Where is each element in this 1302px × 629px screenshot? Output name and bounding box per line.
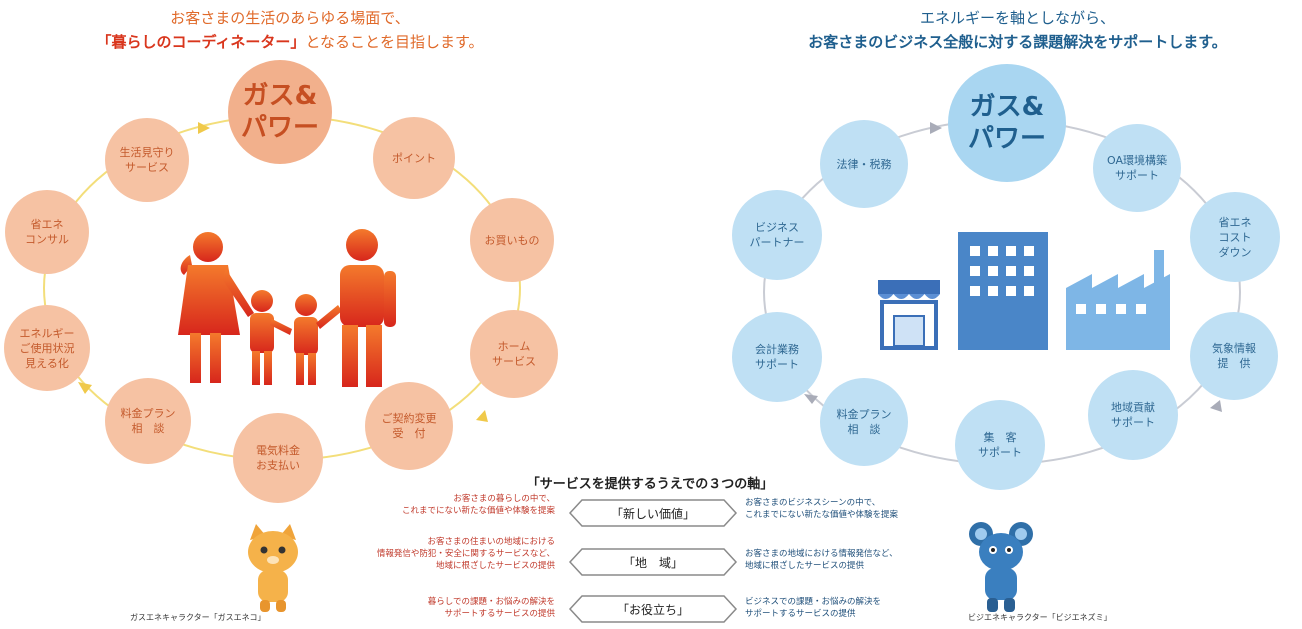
left-item-life-watch: 生活見守り サービス <box>105 118 189 202</box>
right-item-oa-support: OA環境構築 サポート <box>1093 124 1181 212</box>
right-item-weather-info: 気象情報 提 供 <box>1190 312 1278 400</box>
left-item-energy-visualize: エネルギー ご使用状況 見える化 <box>4 305 90 391</box>
axis-row-2-left: お客さまの住まいの地域における 情報発信や防犯・安全に関するサービスなど、 地域… <box>376 537 555 571</box>
axis-row-1-right: お客さまのビジネスシーンの中で、 これまでにない新たな価値や体験を提案 <box>745 498 899 520</box>
family-illustration <box>178 229 396 387</box>
shop-icon <box>878 280 940 350</box>
left-item-shopping: お買いもの <box>470 198 554 282</box>
buildings-illustration <box>878 232 1170 350</box>
factory-icon <box>1066 250 1170 350</box>
axes-title: 「サービスを提供するうえでの３つの軸」 <box>526 477 774 492</box>
right-item-plan-consult: 料金プラン 相 談 <box>820 378 908 466</box>
axis-row-1-left: お客さまの暮らしの中で、 これまでにない新たな価値や体験を提案 <box>401 494 555 516</box>
right-arrow-left <box>804 394 818 404</box>
right-item-community-support: 地域貢献 サポート <box>1088 370 1178 460</box>
right-item-accounting-support: 会計業務 サポート <box>732 312 822 402</box>
right-heading: エネルギーを軸としながら、 お客さまのビジネス全般に対する課題解決をサポートしま… <box>745 6 1290 54</box>
left-heading-line1: お客さまの生活のあらゆる場面で、 <box>170 9 410 27</box>
left-arrow-bottomleft <box>78 382 92 394</box>
axis-row-1-arrow: 「新しい価値」 <box>568 498 738 528</box>
right-center-gas-power: ガス& パワー <box>948 64 1066 182</box>
right-arrow-top <box>930 122 942 134</box>
right-item-legal-tax: 法律・税務 <box>820 120 908 208</box>
cat-character-illustration <box>248 524 298 612</box>
right-item-business-partner: ビジネス パートナー <box>732 190 822 280</box>
left-item-energy-consult: 省エネ コンサル <box>5 190 89 274</box>
left-heading: お客さまの生活のあらゆる場面で、 「暮らしのコーディネーター」となることを目指し… <box>30 6 550 54</box>
axis-row-2-arrow: 「地 域」 <box>568 547 738 577</box>
axis-row-1-label: 「新しい価値」 <box>610 506 695 521</box>
left-heading-line2: となることを目指します。 <box>305 33 484 51</box>
axis-row-3-left: 暮らしでの課題・お悩みの解決を サポートするサービスの提供 <box>427 597 555 619</box>
left-item-plan-consult: 料金プラン 相 談 <box>105 378 191 464</box>
left-item-point: ポイント <box>373 117 455 199</box>
axis-row-3-arrow: 「お役立ち」 <box>568 594 738 624</box>
left-character-caption: ガスエネキャラクター「ガスエネコ」 <box>130 613 266 622</box>
left-item-electricity-payment: 電気料金 お支払い <box>233 413 323 503</box>
right-character-caption: ビジエネキャラクター「ビジエネズミ」 <box>968 613 1112 622</box>
axis-row-3-right: ビジネスでの課題・お悩みの解決を サポートするサービスの提供 <box>745 597 882 619</box>
right-item-energy-cost: 省エネ コスト ダウン <box>1190 192 1280 282</box>
right-item-customer-support: 集 客 サポート <box>955 400 1045 490</box>
left-item-home-service: ホーム サービス <box>470 310 558 398</box>
left-center-gas-power: ガス& パワー <box>228 60 332 164</box>
axis-row-2-label: 「地 域」 <box>622 555 683 570</box>
axis-row-2-right: お客さまの地域における情報発信など、 地域に根ざしたサービスの提供 <box>745 549 898 571</box>
left-item-contract-change: ご契約変更 受 付 <box>365 382 453 470</box>
right-arrow-right <box>1210 400 1222 412</box>
right-heading-line2: お客さまのビジネス全般に対する課題解決をサポートします。 <box>808 33 1227 51</box>
left-arrow-top <box>198 122 210 134</box>
office-building-icon <box>958 232 1048 350</box>
axis-row-3-label: 「お役立ち」 <box>616 602 689 617</box>
left-arrow-bottomright <box>476 410 488 422</box>
mouse-character-illustration <box>969 522 1033 612</box>
left-heading-emphasis: 「暮らしのコーディネーター」 <box>96 33 306 51</box>
right-heading-line1: エネルギーを軸としながら、 <box>919 9 1115 27</box>
